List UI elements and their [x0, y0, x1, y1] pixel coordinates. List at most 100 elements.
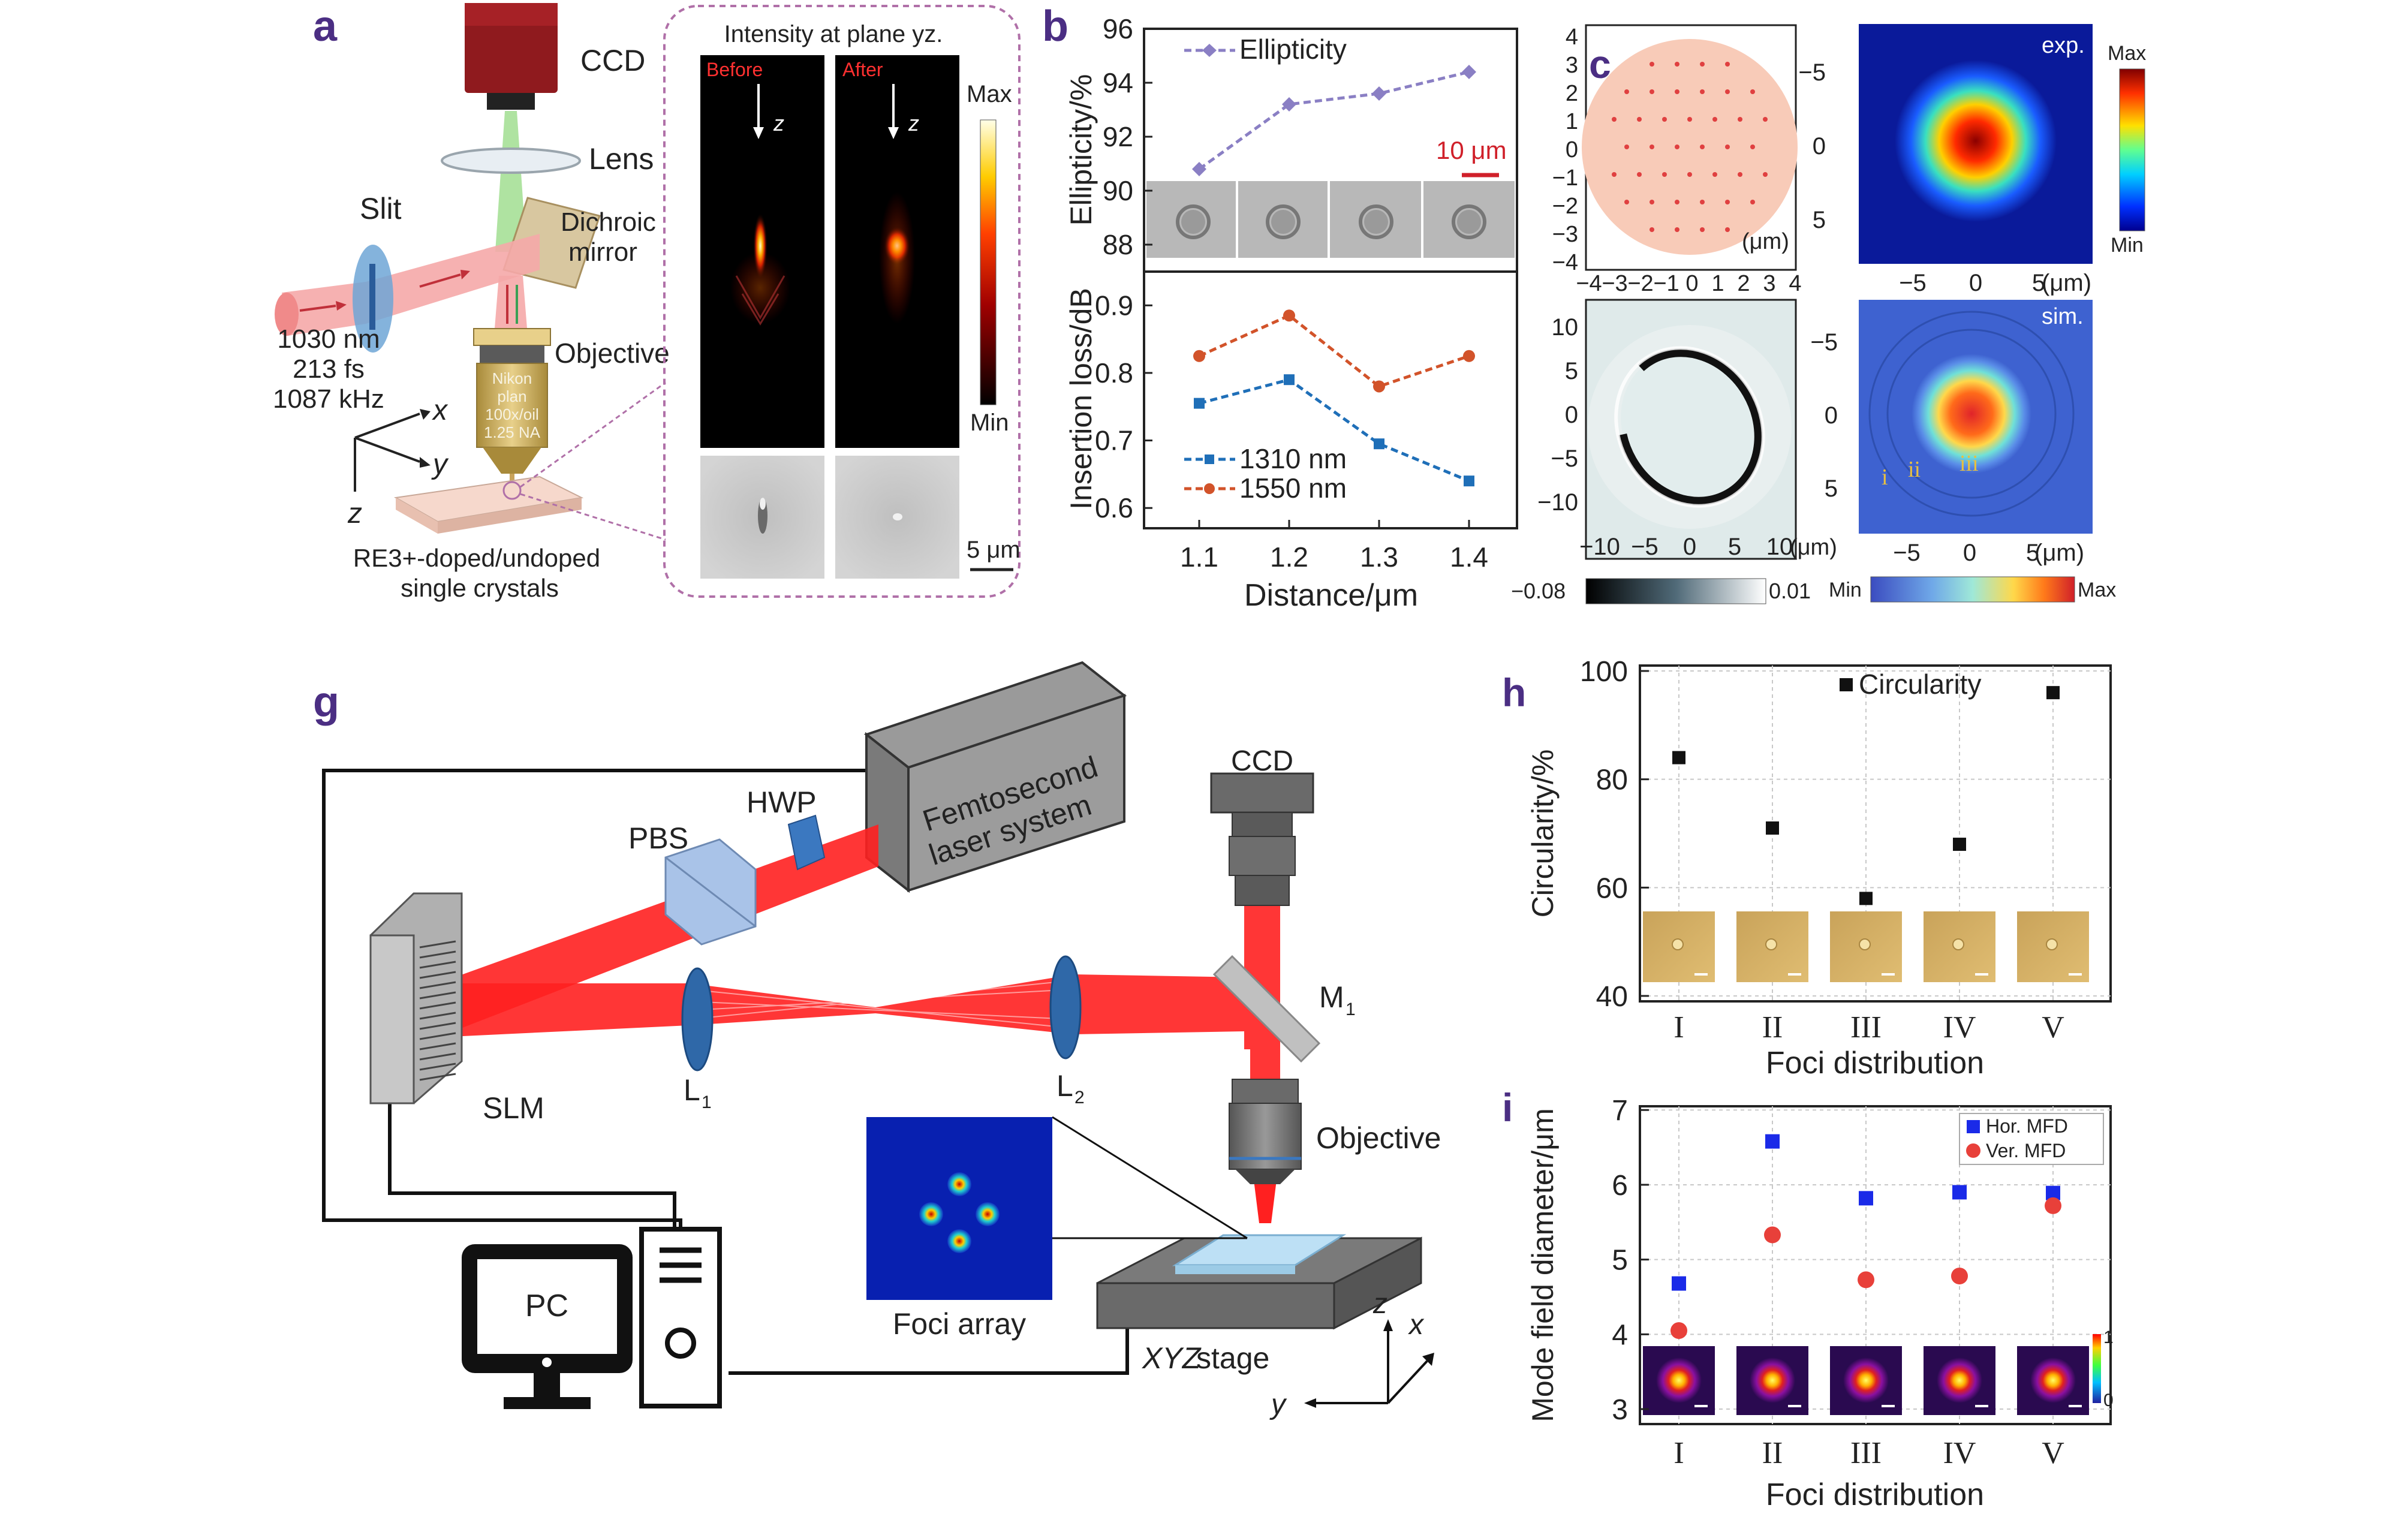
f-mode-spot — [1912, 354, 2031, 474]
i-ver-mfd-point — [1951, 1268, 1968, 1285]
c-focus-dot — [1662, 117, 1667, 122]
c-ytick-label: −1 — [1552, 165, 1578, 191]
cable-slm-pc — [388, 1094, 676, 1229]
d-xtick-label: −10 — [1579, 534, 1620, 560]
cb-min-a: Min — [970, 410, 1009, 436]
c-focus-dot — [1725, 145, 1730, 149]
slm-pixel-line — [419, 1032, 456, 1040]
e-cb-max: Max — [2108, 42, 2146, 65]
focus-circle — [502, 481, 522, 500]
i-legend-hor-marker — [1967, 1120, 1980, 1133]
h-ytick-label: 100 — [1580, 656, 1628, 688]
ccd-label-g: CCD — [1231, 745, 1293, 777]
d-ytick-label: 5 — [1565, 358, 1578, 384]
l2-subscript: 2 — [1074, 1088, 1085, 1107]
f-xunit: (μm) — [2034, 540, 2084, 566]
h-circularity-point — [2046, 686, 2060, 700]
slm-pixel-line — [419, 1052, 456, 1061]
after-label: After — [842, 59, 883, 80]
i-ytick-label: 4 — [1612, 1319, 1628, 1351]
b-bottom-ylabel: Insertion loss/dB — [1064, 288, 1098, 510]
scalebar-a: 5 μm — [967, 537, 1021, 563]
slm-label: SLM — [483, 1091, 544, 1125]
e-xtick-label: 0 — [1969, 270, 1982, 296]
c-focus-dot — [1650, 145, 1654, 149]
b-xtick-label: 1.4 — [1450, 541, 1488, 573]
d-xtick-label: −5 — [1631, 534, 1658, 560]
i-legend-ver-label: Ver. MFD — [1986, 1140, 2066, 1161]
c-focus-dot — [1750, 145, 1755, 149]
i-xlabel: Foci distribution — [1766, 1477, 1984, 1512]
c-ytick-label: 1 — [1566, 109, 1578, 134]
z-label-after: z — [908, 111, 919, 136]
c-xtick-label: 2 — [1737, 271, 1750, 296]
objective-text-3: 100x/oil — [485, 405, 539, 423]
l1-subscript: 1 — [702, 1092, 712, 1112]
femtosecond-laser-box — [907, 694, 1125, 892]
panel-a-setup: CCD Lens Dichroic mirror Slit Nikon plan… — [273, 3, 1021, 602]
i-colorbar — [2093, 1334, 2101, 1403]
slm-pixel-line — [419, 1062, 456, 1071]
d-cb-min: −0.08 — [1511, 579, 1566, 603]
i-mode-spot — [2030, 1358, 2076, 1403]
c-focus-dot — [1662, 172, 1667, 177]
c-focus-dot — [1700, 227, 1705, 232]
e-colorbar — [2119, 68, 2145, 231]
i-cb-min: 0 — [2103, 1390, 2114, 1410]
slit-label: Slit — [360, 192, 402, 225]
objective-label: Objective — [555, 338, 670, 369]
panel-label-a: a — [313, 2, 338, 50]
slm-pixel-line — [419, 981, 456, 989]
c-xtick-label: 3 — [1763, 271, 1775, 296]
f-ytick-label: −5 — [1810, 329, 1838, 356]
c-ytick-label: 3 — [1566, 53, 1578, 78]
f-colorbar — [1870, 576, 2075, 603]
c-focus-dot — [1725, 200, 1730, 204]
f-xtick-label: 0 — [1963, 540, 1976, 566]
slm-pixel-line — [419, 1022, 456, 1030]
i-mode-spot — [1843, 1358, 1889, 1403]
b-top-ytick-label: 92 — [1103, 121, 1133, 152]
f-ring-ii: ii — [1908, 457, 1921, 482]
b-bottom-frame — [1143, 270, 1518, 529]
lens-label: Lens — [589, 142, 654, 176]
ellipticity-point — [1282, 97, 1296, 112]
f-ring-i: i — [1882, 465, 1888, 490]
z-label-before: z — [773, 111, 784, 136]
series-1310-point — [1464, 475, 1474, 487]
series-1310-point — [1194, 398, 1205, 409]
c-focus-dot — [1675, 145, 1679, 149]
c-xtick-label: 4 — [1789, 271, 1801, 296]
laser-rate: 1087 kHz — [273, 384, 384, 414]
panel-b-chart: 10 μm Ellipticity/% Insertion loss/dB Di… — [1064, 13, 1518, 613]
c-focus-dot — [1675, 227, 1679, 232]
f-xtick-label: −5 — [1893, 540, 1921, 566]
f-ytick-label: 0 — [1825, 402, 1838, 429]
c-focus-dot — [1712, 117, 1717, 122]
i-hor-mfd-point — [1672, 1276, 1686, 1291]
c-focus-dot — [1687, 117, 1692, 122]
pc-label: PC — [525, 1289, 568, 1323]
f-ytick-label: 5 — [1825, 475, 1838, 502]
slm-pixel-line — [419, 950, 456, 959]
c-focus-dot — [1637, 172, 1642, 177]
i-mode-spot — [1656, 1358, 1702, 1403]
cb-max-a: Max — [967, 81, 1012, 107]
series-1550-point — [1193, 350, 1205, 362]
c-ytick-label: −3 — [1552, 222, 1578, 247]
f-cb-max: Max — [2078, 579, 2116, 601]
e-ytick-label: −5 — [1798, 59, 1826, 86]
i-cb-max: 1 — [2103, 1328, 2114, 1347]
i-legend-box — [1959, 1113, 2104, 1165]
f-cb-min: Min — [1829, 579, 1862, 601]
h-ytick-label: 60 — [1596, 872, 1628, 904]
legend-1550-label: 1550 nm — [1239, 472, 1347, 504]
c-focus-dot — [1700, 89, 1705, 94]
c-focus-dot — [1738, 117, 1742, 122]
dichroic-label-1: Dichroic — [561, 207, 656, 237]
h-ytick-label: 40 — [1596, 981, 1628, 1013]
